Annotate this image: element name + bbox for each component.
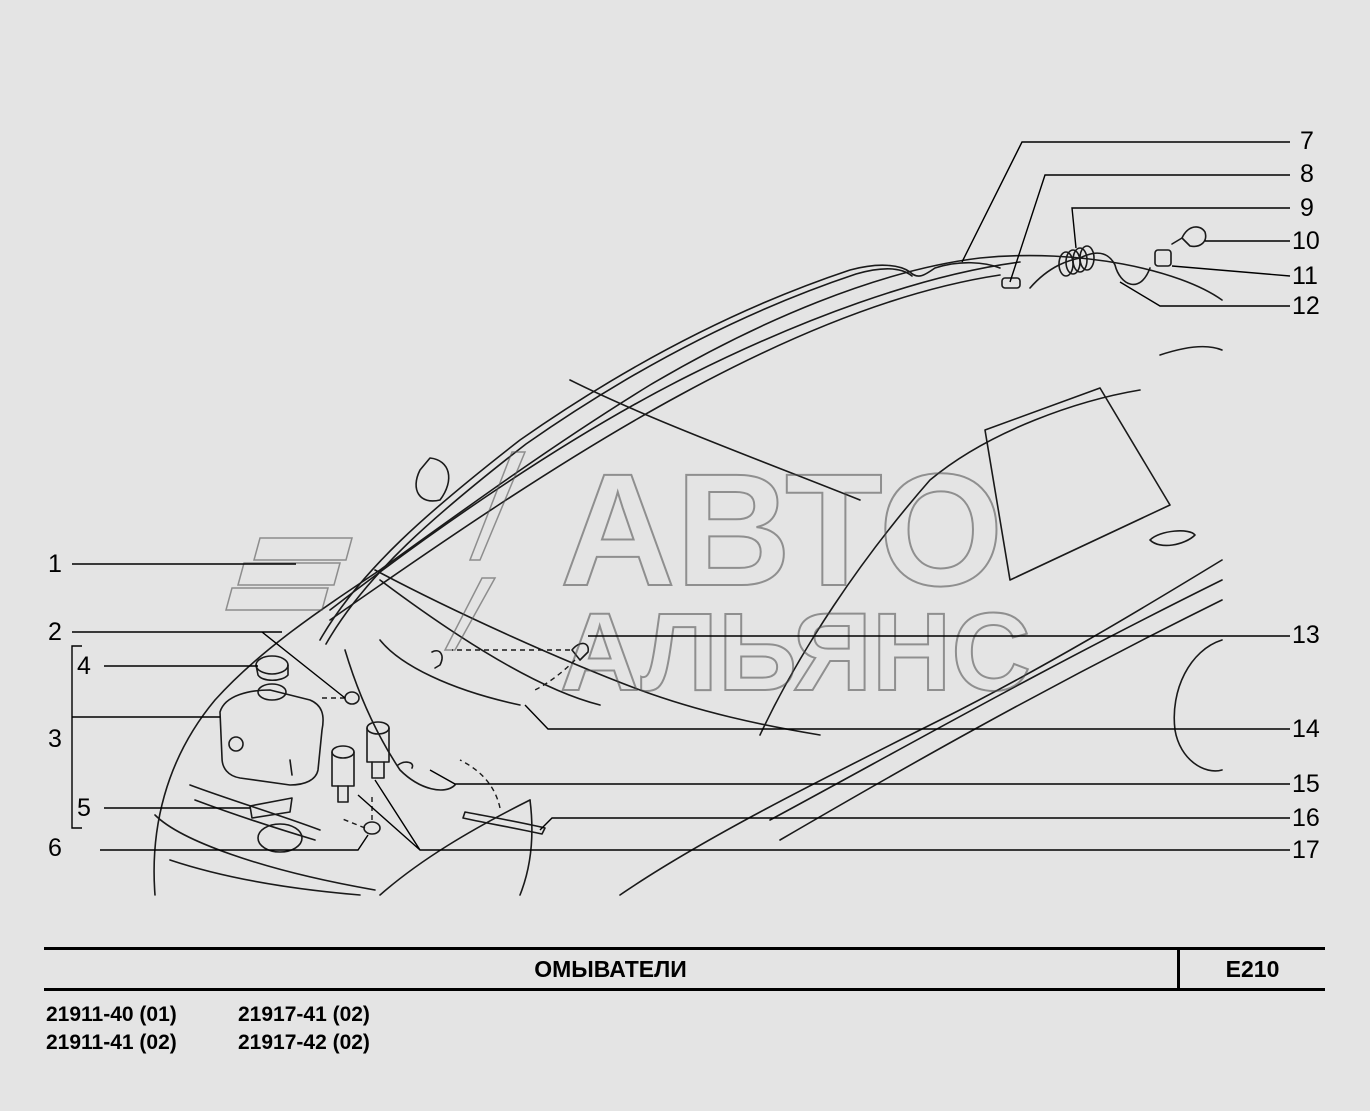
nozzle-seal [1154, 249, 1172, 267]
callout-16: 16 [1292, 804, 1320, 832]
section-title: ОМЫВАТЕЛИ [534, 955, 687, 982]
leader-12 [1119, 281, 1290, 307]
callout-10: 10 [1292, 227, 1320, 255]
watermark: АВТО АЛЬЯНС [225, 439, 1032, 715]
washer-reservoir [219, 683, 324, 786]
leader-15 [429, 769, 1290, 785]
leader-6 [100, 834, 369, 851]
title-divider [1177, 950, 1180, 988]
hose-clip-14 [431, 650, 443, 669]
model-code: 21917-41 (02) [238, 1003, 370, 1026]
model-code: 21917-42 (02) [238, 1031, 370, 1054]
washer-pump-front [366, 721, 390, 779]
callout-13: 13 [1292, 621, 1320, 649]
bracket-3 [71, 645, 82, 829]
callout-5: 5 [77, 794, 91, 822]
info-label [249, 797, 293, 819]
washer-system-diagram: АВТО АЛЬЯНС [71, 141, 1291, 896]
callout-7: 7 [1300, 127, 1314, 155]
callout-9: 9 [1300, 194, 1314, 222]
rear-washer-nozzle [1171, 226, 1207, 248]
hose-sleeve [1058, 245, 1095, 277]
leader-9 [1071, 207, 1290, 249]
cable-tie [462, 811, 546, 835]
washer-pump-rear [331, 745, 355, 803]
watermark-line2: АЛЬЯНС [560, 591, 1031, 714]
callout-14: 14 [1292, 715, 1320, 743]
section-code: E210 [1225, 955, 1280, 982]
callout-11: 11 [1292, 262, 1318, 290]
arrow-clip-13b [534, 659, 576, 691]
title-bar: ОМЫВАТЕЛИ E210 [44, 947, 1325, 991]
arrow-pump-grommet [339, 817, 366, 829]
model-code: 21911-41 (02) [46, 1031, 177, 1054]
callout-15: 15 [1292, 770, 1320, 798]
leader-7 [961, 141, 1290, 263]
pump-grommet [363, 821, 381, 835]
leader-17 [357, 779, 1290, 851]
leader-16 [539, 817, 1290, 831]
leader-2b [261, 631, 346, 699]
leader-11 [1171, 265, 1291, 277]
callout-6: 6 [48, 834, 62, 862]
leader-14 [524, 704, 1290, 730]
hose-clip-13 [571, 642, 590, 661]
reservoir-grommet [344, 691, 360, 705]
hose-clip-15 [397, 761, 414, 769]
callout-17: 17 [1292, 836, 1320, 864]
model-code: 21911-40 (01) [46, 1003, 177, 1026]
callout-12: 12 [1292, 292, 1320, 320]
arrow-cable-tie [459, 759, 501, 809]
watermark-line1: АВТО [560, 440, 1003, 619]
callout-8: 8 [1300, 160, 1314, 188]
callout-2: 2 [48, 618, 62, 646]
watermark-logo [225, 451, 527, 651]
reservoir-cap [255, 655, 289, 682]
callout-3: 3 [48, 725, 62, 753]
leader-8 [1009, 174, 1290, 283]
washer-hose [319, 252, 1151, 791]
callout-1: 1 [48, 550, 62, 578]
callout-4: 4 [77, 652, 91, 680]
